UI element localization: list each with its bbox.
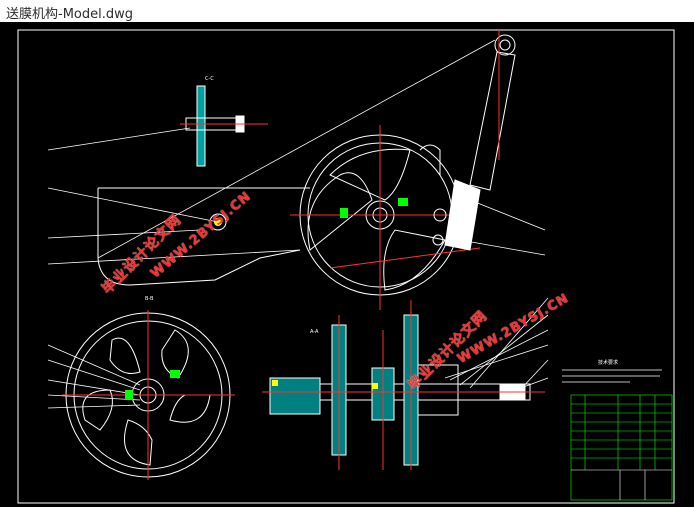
technical-notes: 技术要求 [562, 359, 662, 383]
section-a-a-view: A-A [262, 300, 545, 470]
drawing-border [17, 29, 675, 504]
title-bar: 送膜机构-Model.dwg [0, 0, 694, 23]
section-b-b-view: B-B [62, 296, 235, 480]
cad-drawing: C-C [17, 29, 675, 504]
wheel-upper-view [209, 125, 481, 310]
base-profile [97, 188, 301, 286]
section-label-b: B-B [145, 296, 154, 302]
leader-lines [47, 39, 549, 409]
window-title: 送膜机构-Model.dwg [6, 7, 133, 22]
section-label-a: A-A [310, 329, 319, 335]
section-c-c-view: C-C [180, 76, 268, 167]
section-label-c: C-C [205, 76, 214, 82]
cad-drawing-canvas[interactable]: C-C [0, 22, 694, 507]
tech-notes-title: 技术要求 [598, 359, 618, 366]
title-block [570, 394, 673, 501]
lever-arm [432, 30, 516, 251]
